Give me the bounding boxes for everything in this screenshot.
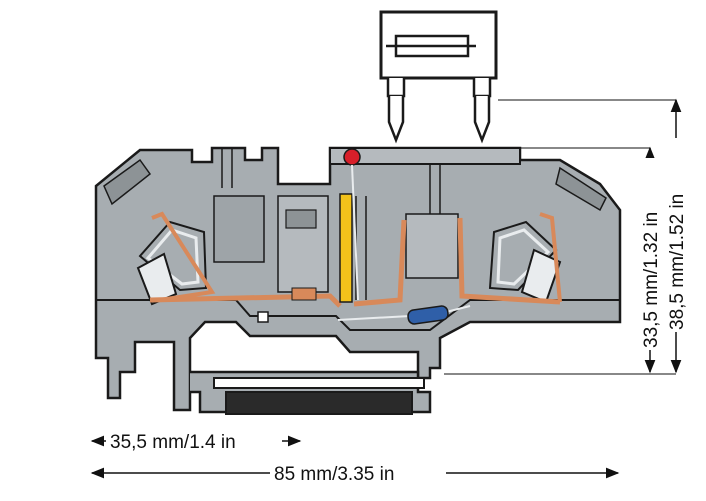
copper-busbar — [149, 211, 562, 308]
mini-blade-fuse-icon — [379, 10, 498, 144]
dimension-width-total: 85 mm/3.35 in — [90, 461, 620, 485]
dimension-label: 33,5 mm/1.32 in — [641, 212, 662, 348]
dimension-width-small: 35,5 mm/1.4 in — [90, 429, 302, 453]
dimension-height-small: 33,5 mm/1.32 in — [638, 146, 662, 374]
dimension-label: 35,5 mm/1.4 in — [110, 432, 236, 453]
dimension-label: 85 mm/3.35 in — [274, 464, 394, 485]
dimension-label: 38,5 mm/1.52 in — [667, 194, 688, 330]
spring-clamp-icon — [488, 220, 562, 304]
resistor-icon — [337, 305, 471, 325]
dimension-height-total: 38,5 mm/1.52 in — [664, 98, 688, 374]
led-indicator-icon — [343, 148, 361, 301]
spring-clamp-icon — [136, 220, 208, 306]
